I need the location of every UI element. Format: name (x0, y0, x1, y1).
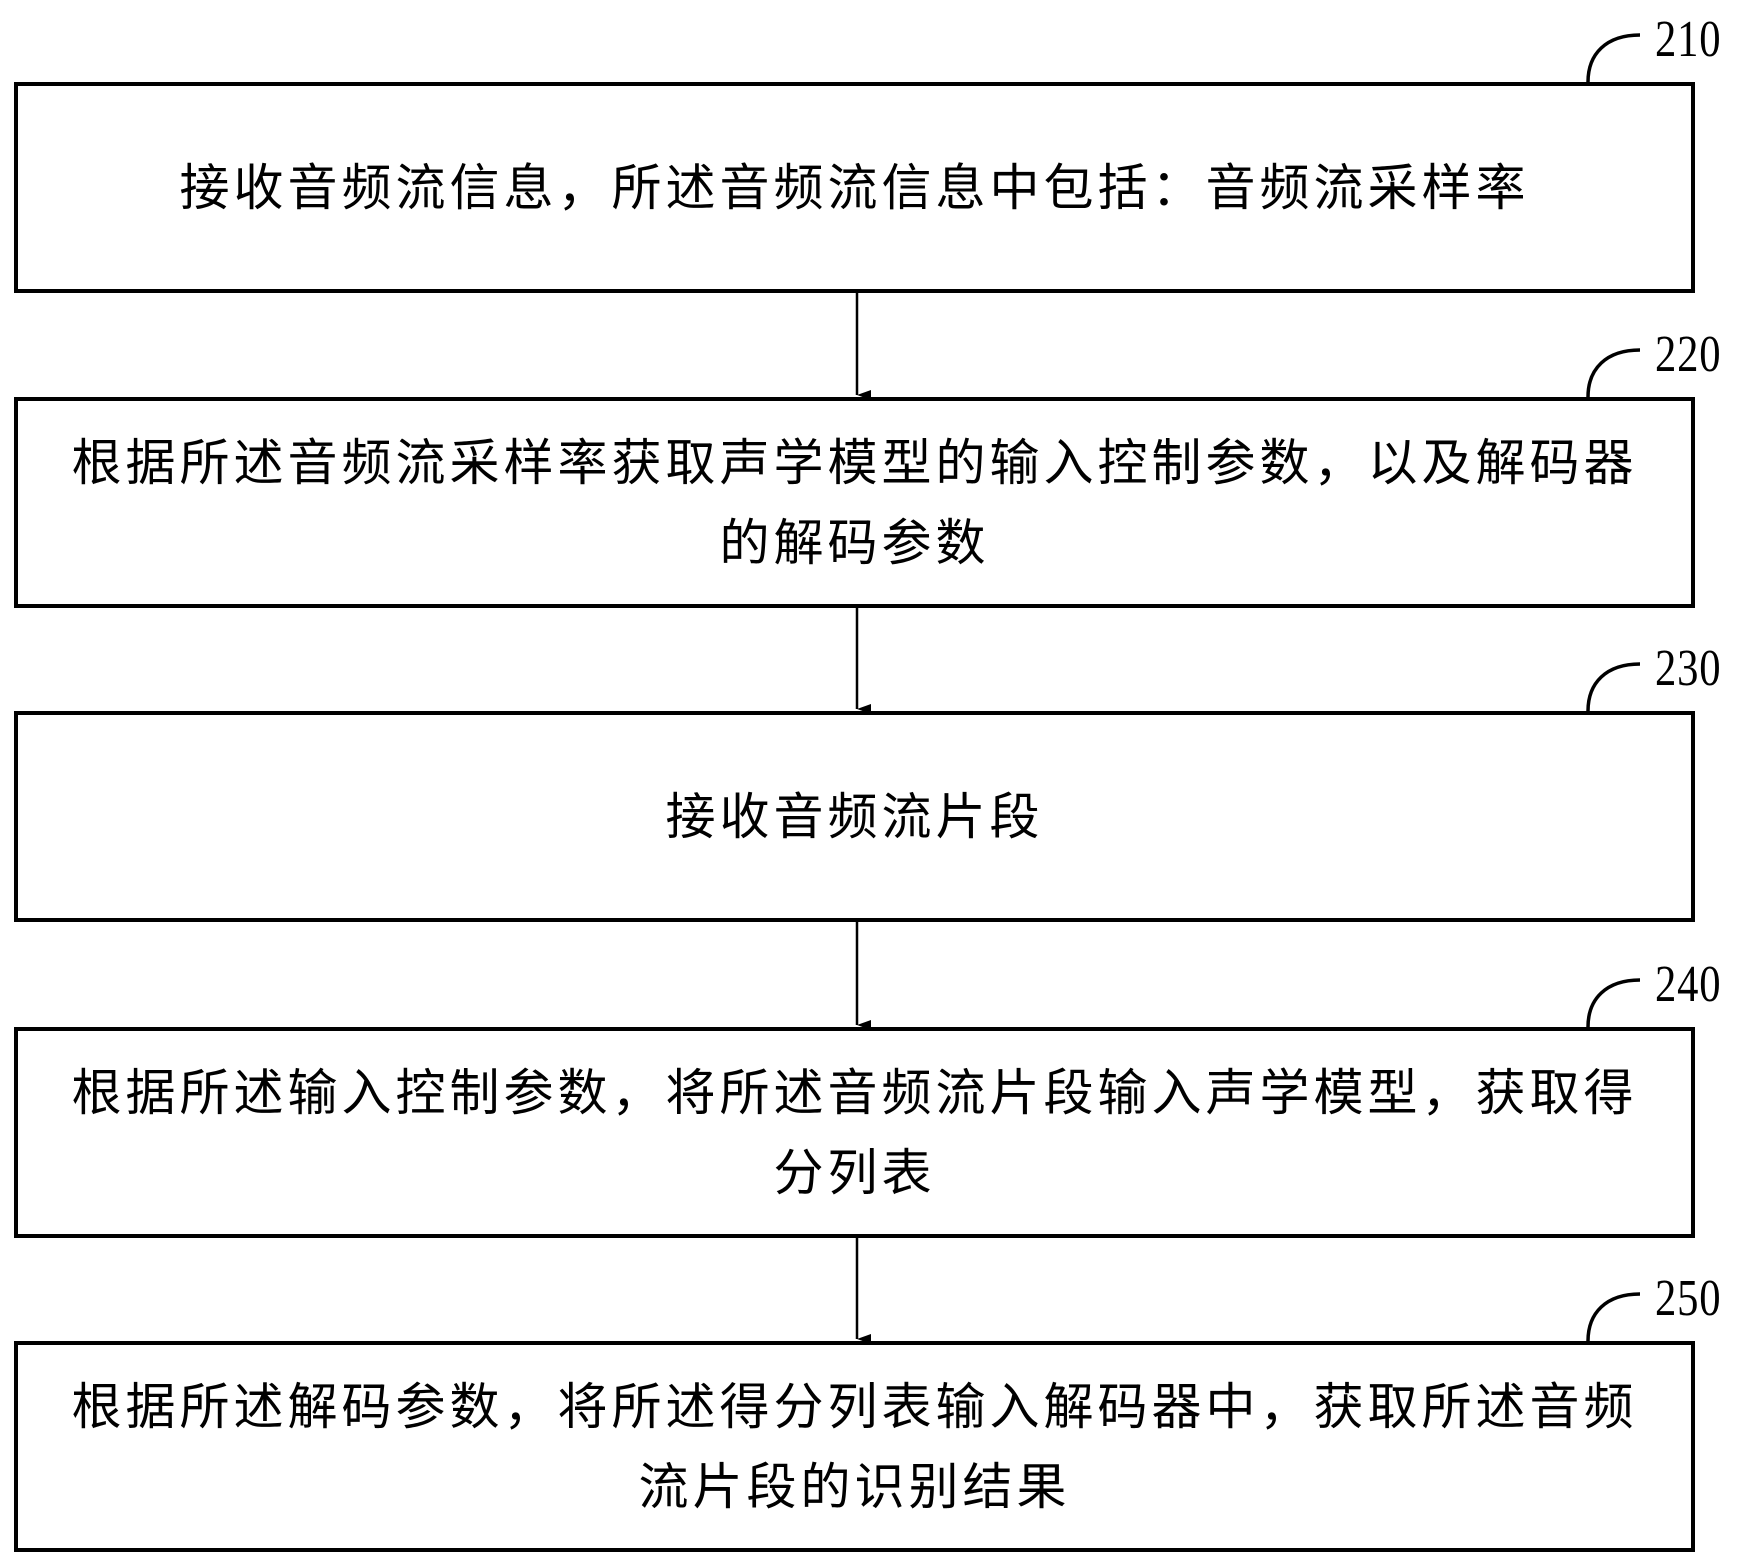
step-box-230: 接收音频流片段 (14, 711, 1695, 922)
step-text-250: 根据所述解码参数，将所述得分列表输入解码器中，获取所述音频流片段的识别结果 (71, 1377, 1638, 1516)
step-text-240: 根据所述输入控制参数，将所述音频流片段输入声学模型，获取得分列表 (71, 1063, 1638, 1202)
step-box-250: 根据所述解码参数，将所述得分列表输入解码器中，获取所述音频流片段的识别结果 (14, 1341, 1695, 1552)
leader-line-240 (1586, 978, 1641, 1028)
step-box-220: 根据所述音频流采样率获取声学模型的输入控制参数，以及解码器的解码参数 (14, 397, 1695, 608)
step-box-240: 根据所述输入控制参数，将所述音频流片段输入声学模型，获取得分列表 (14, 1027, 1695, 1238)
step-label-250: 250 (1655, 1270, 1722, 1327)
step-label-210: 210 (1655, 11, 1722, 68)
step-text-210: 接收音频流信息，所述音频流信息中包括：音频流采样率 (179, 158, 1530, 217)
leader-line-230 (1586, 662, 1641, 712)
step-label-240: 240 (1655, 956, 1722, 1013)
step-label-230: 230 (1655, 640, 1722, 697)
leader-line-250 (1586, 1292, 1641, 1342)
leader-line-220 (1586, 348, 1641, 398)
leader-line-210 (1586, 33, 1641, 83)
step-box-210: 接收音频流信息，所述音频流信息中包括：音频流采样率 (14, 82, 1695, 293)
step-label-220: 220 (1655, 326, 1722, 383)
step-text-220: 根据所述音频流采样率获取声学模型的输入控制参数，以及解码器的解码参数 (71, 433, 1638, 572)
step-text-230: 接收音频流片段 (665, 787, 1044, 846)
